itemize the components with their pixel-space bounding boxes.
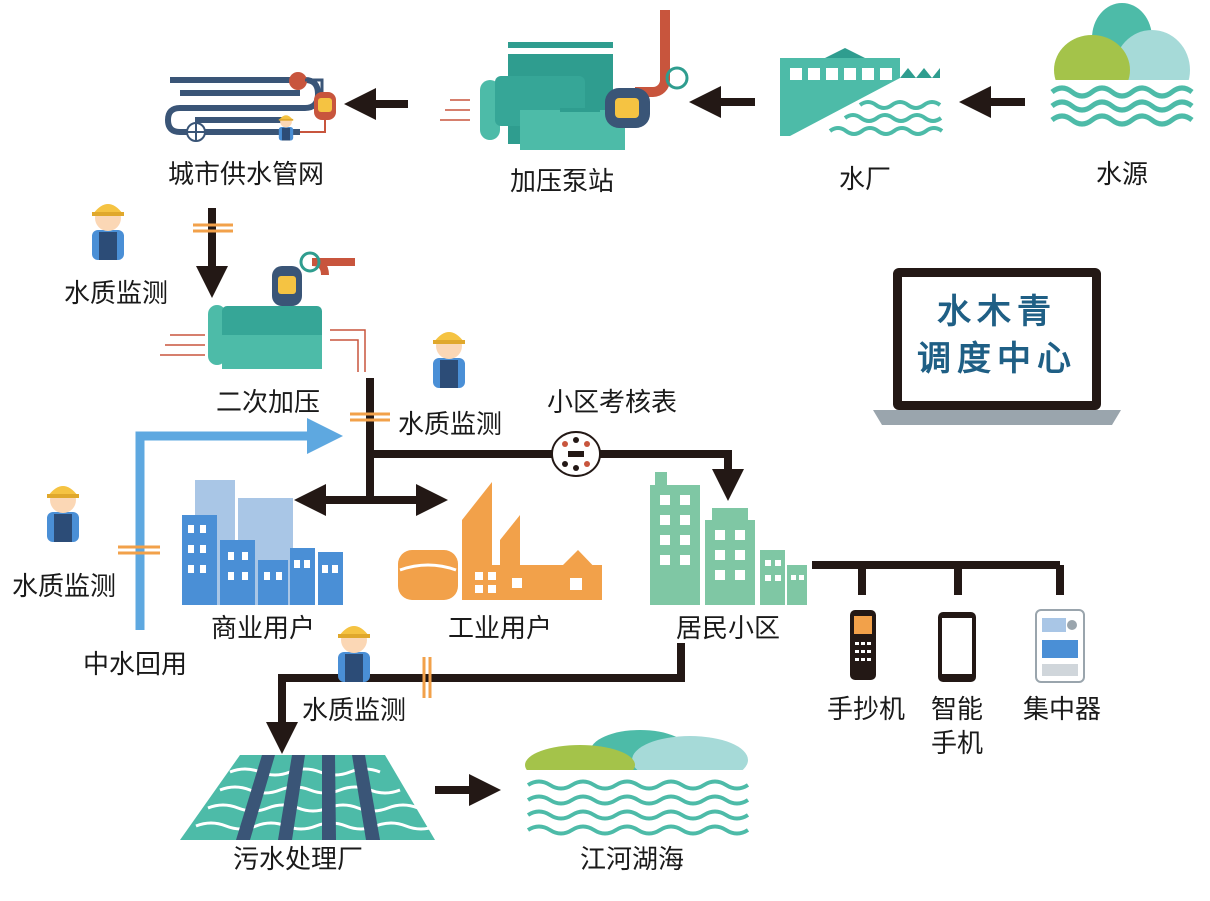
smartphone-label-1: 智能 <box>931 695 983 725</box>
pipe-to-residential <box>370 450 744 501</box>
smartphone-label-2: 手机 <box>931 729 983 759</box>
community-meter-icon <box>551 431 601 477</box>
sewage-plant-icon <box>180 755 437 840</box>
smartphone-icon <box>938 612 976 682</box>
concentrator-label: 集中器 <box>1023 695 1101 725</box>
rivers-lakes-icon <box>525 730 750 850</box>
water-source-icon <box>1050 3 1194 130</box>
reclaimed-water-label: 中水回用 <box>83 650 187 680</box>
commercial-buildings-icon <box>182 480 343 605</box>
quality-label-2: 水质监测 <box>398 410 502 440</box>
water-plant-icon <box>780 48 944 136</box>
device-bus <box>812 561 1064 595</box>
secondary-boost-label: 二次加压 <box>216 388 320 418</box>
reclaimed-water-pipe <box>135 418 343 630</box>
community-meter-label: 小区考核表 <box>547 388 677 418</box>
flow-meter-mark-4 <box>422 657 432 698</box>
booster-station-icon <box>440 10 689 150</box>
handheld-label: 手抄机 <box>827 695 905 725</box>
laptop-icon <box>873 268 1121 425</box>
flow-meter-mark-2 <box>350 412 390 422</box>
water-source-label: 水源 <box>1096 160 1148 190</box>
flow-meter-mark-3 <box>118 545 160 555</box>
dispatch-center-line1: 水木青 <box>937 292 1057 332</box>
handheld-terminal-icon <box>850 610 876 680</box>
rivers-lakes-label: 江河湖海 <box>580 845 684 875</box>
worker-icon-1 <box>92 204 124 260</box>
residential-buildings-icon <box>650 472 807 605</box>
worker-icon-2 <box>433 332 465 388</box>
booster-station-label: 加压泵站 <box>510 167 614 197</box>
residential-label: 居民小区 <box>676 614 780 644</box>
worker-icon-4 <box>338 626 370 682</box>
commercial-label: 商业用户 <box>211 614 315 644</box>
city-network-icon <box>164 72 336 142</box>
quality-label-4: 水质监测 <box>302 696 406 726</box>
secondary-boost-icon <box>160 251 366 372</box>
pipe-to-sewage <box>266 643 685 754</box>
worker-icon-3 <box>47 486 79 542</box>
sewage-plant-label: 污水处理厂 <box>233 845 363 875</box>
dispatch-center-line2: 调度中心 <box>917 339 1077 379</box>
quality-label-3: 水质监测 <box>12 572 116 602</box>
water-plant-label: 水厂 <box>839 165 891 195</box>
industrial-label: 工业用户 <box>448 614 552 644</box>
industrial-buildings-icon <box>398 482 602 600</box>
flow-meter-mark-1 <box>193 223 233 233</box>
quality-label-1: 水质监测 <box>64 279 168 309</box>
concentrator-icon <box>1035 609 1085 683</box>
city-network-label: 城市供水管网 <box>168 160 324 190</box>
